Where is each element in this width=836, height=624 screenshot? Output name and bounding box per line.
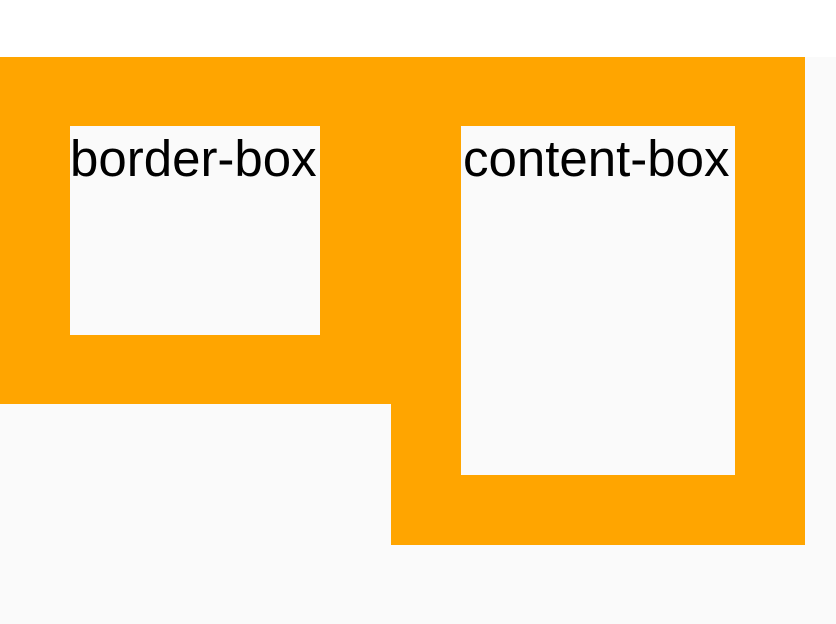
content-box-label: content-box (463, 130, 730, 187)
content-box-demo: content-box (391, 57, 805, 545)
top-white-strip (0, 0, 836, 57)
border-box-label: border-box (70, 130, 317, 187)
content-box-content-area: content-box (461, 126, 735, 475)
border-box-demo: border-box (0, 57, 391, 404)
border-box-content-area: border-box (70, 126, 320, 335)
